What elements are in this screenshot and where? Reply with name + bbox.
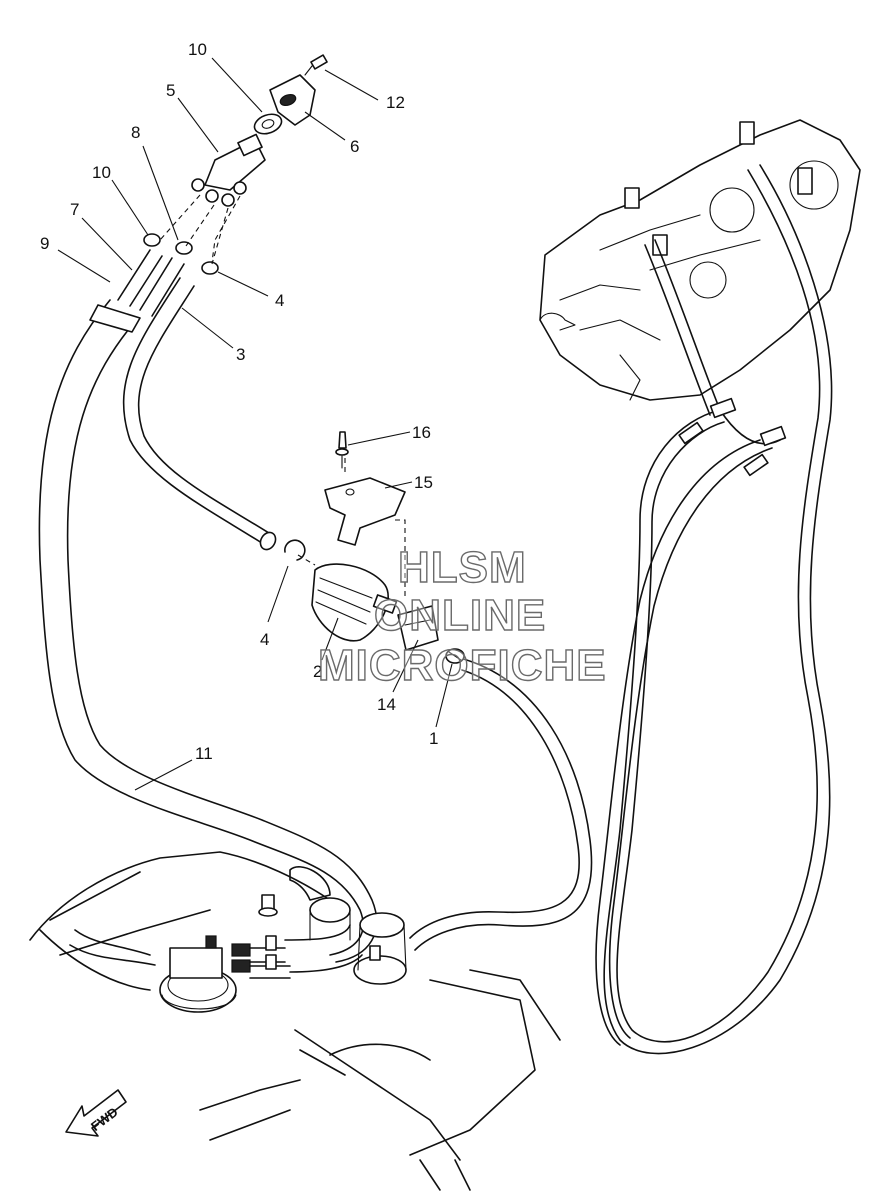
clamp-1 — [445, 648, 465, 664]
knob-6 — [269, 74, 316, 126]
clip-10 — [143, 233, 161, 247]
callout-12: 10 — [188, 40, 207, 59]
watermark-line-1: HLSM — [398, 543, 527, 592]
callout-6: 6 — [350, 137, 359, 156]
callout-13: 12 — [386, 93, 405, 112]
pin-16 — [335, 431, 349, 469]
vent-hose-11 — [38, 299, 378, 963]
fuel-sender-unit — [159, 935, 251, 1013]
callout-8: 8 — [131, 123, 140, 142]
hoses-7-9-10 — [117, 249, 185, 317]
fwd-arrow-icon: FWD — [65, 1089, 127, 1137]
washer-12 — [253, 113, 283, 135]
fuel-filter-2 — [311, 563, 398, 642]
callout-15: 15 — [414, 473, 433, 492]
watermark-line-3: MICROFICHE — [318, 641, 607, 690]
hose-3 — [122, 277, 277, 551]
callout-14: 14 — [377, 695, 396, 714]
return-hoses — [595, 164, 833, 1055]
callout-10: 10 — [92, 163, 111, 182]
callout-4-upper: 4 — [275, 291, 284, 310]
watermark-line-2: ONLINE — [374, 591, 546, 640]
watermark: HLSM ONLINE MICROFICHE — [317, 542, 607, 690]
callout-labels: 10 5 8 10 7 9 4 3 12 6 16 15 4 2 14 1 11 — [40, 40, 438, 763]
fuel-selector-valve-5 — [191, 133, 266, 207]
callout-9: 9 — [40, 234, 49, 253]
clip-14 — [397, 605, 439, 651]
clip-8 — [175, 241, 193, 255]
screw-13 — [304, 54, 328, 76]
clip-4-upper — [201, 261, 219, 275]
callout-2: 2 — [313, 662, 322, 681]
leader-lines — [57, 57, 453, 791]
callout-1: 1 — [429, 729, 438, 748]
hose-band — [89, 304, 331, 901]
fuel-tank — [29, 851, 561, 1191]
callout-3: 3 — [236, 345, 245, 364]
callout-5: 5 — [166, 81, 175, 100]
hose-clamp — [678, 397, 787, 477]
engine-throttle-body — [539, 119, 861, 401]
callout-4-lower: 4 — [260, 630, 269, 649]
callout-11: 11 — [195, 744, 213, 763]
bracket-15 — [324, 477, 406, 546]
tank-hose-fittings — [249, 894, 381, 979]
fuel-feed-hose — [409, 657, 593, 951]
callout-7: 7 — [70, 200, 79, 219]
tank-outlet-hose — [69, 929, 156, 966]
tank-filler-neck — [309, 897, 407, 985]
callout-16: 16 — [412, 423, 431, 442]
